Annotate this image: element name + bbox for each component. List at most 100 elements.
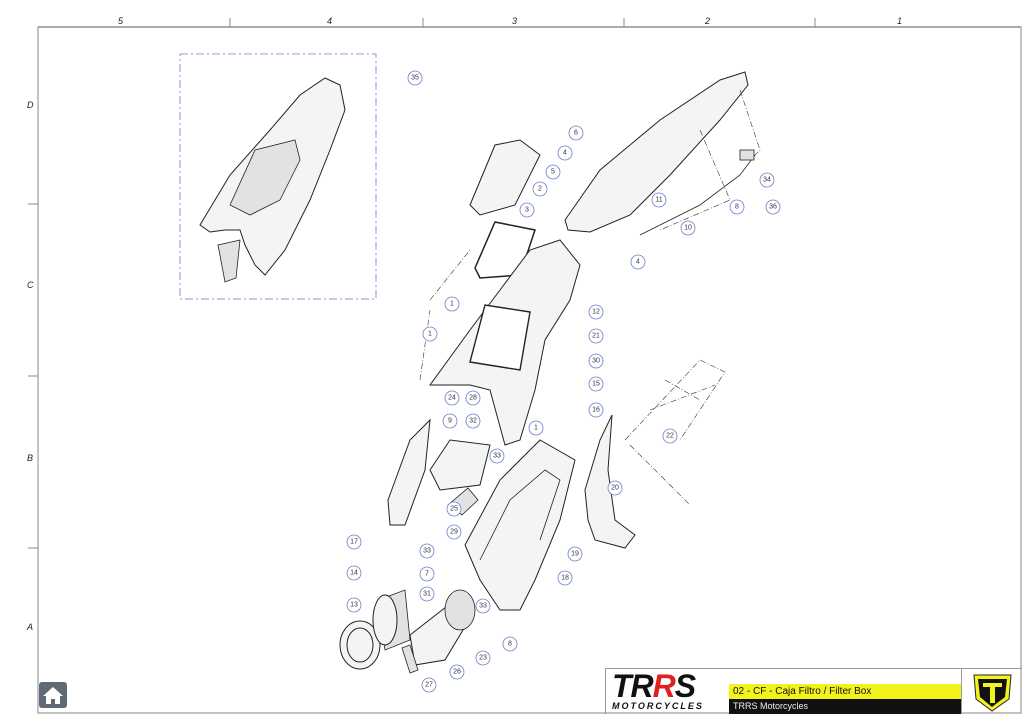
part-callout: 7: [419, 566, 435, 582]
callout-number: 1: [428, 331, 432, 338]
grid-row-label: A: [26, 622, 33, 632]
part-callout: 28: [465, 390, 481, 406]
part-callout: 10: [680, 220, 696, 236]
callout-number: 32: [469, 418, 477, 425]
rear-fender: [564, 71, 761, 236]
callout-number: 18: [561, 575, 569, 582]
callout-number: 15: [592, 381, 600, 388]
part-callout: 27: [421, 677, 437, 693]
callout-number: 2: [538, 186, 542, 193]
grid-row-label: C: [27, 280, 34, 290]
trrs-logo: TRRS MOTORCYCLES: [612, 668, 704, 711]
part-callout: 25: [446, 501, 462, 517]
callout-number: 7: [425, 571, 429, 578]
callout-number: 17: [350, 539, 358, 546]
part-callout: 31: [419, 586, 435, 602]
callout-number: 14: [350, 570, 358, 577]
part-callout: 9: [442, 413, 458, 429]
grid-column-label: 4: [327, 16, 332, 26]
home-button[interactable]: [39, 682, 67, 708]
callout-number: 5: [551, 169, 555, 176]
callout-number: 26: [453, 669, 461, 676]
part-callout: 33: [475, 598, 491, 614]
part-callout: 11: [651, 192, 667, 208]
part-callout: 5: [545, 164, 561, 180]
callout-number: 35: [411, 75, 419, 82]
callout-number: 25: [450, 506, 458, 513]
part-callout: 2: [532, 181, 548, 197]
callout-number: 9: [448, 418, 452, 425]
callout-number: 29: [450, 529, 458, 536]
detail-box-35: [179, 53, 377, 300]
grid-column-label: 1: [897, 16, 902, 26]
part-callout: 1: [444, 296, 460, 312]
part-callout: 4: [630, 254, 646, 270]
part-callout: 20: [607, 480, 623, 496]
part-callout: 24: [444, 390, 460, 406]
title-block: TRRS MOTORCYCLES 02 - CF - Caja Filtro /…: [605, 668, 1022, 714]
callout-number: 27: [425, 682, 433, 689]
callout-number: 34: [763, 177, 771, 184]
part-callout: 17: [346, 534, 362, 550]
grid-column-label: 5: [118, 16, 124, 26]
callout-number: 20: [611, 485, 619, 492]
callout-number: 1: [534, 425, 538, 432]
part-callout: 8: [729, 199, 745, 215]
grid-row-label: D: [27, 100, 34, 110]
part-callout: 4: [557, 145, 573, 161]
part-callout: 23: [475, 650, 491, 666]
plates: [429, 439, 491, 516]
callout-number: 8: [508, 641, 512, 648]
callout-number: 10: [684, 225, 692, 232]
grid-column-label: 3: [512, 16, 517, 26]
callout-number: 12: [592, 309, 600, 316]
air-filter: [339, 589, 476, 674]
fastener-group: [624, 359, 726, 506]
drawing-title: 02 - CF - Caja Filtro / Filter Box: [729, 684, 961, 699]
part-callout: 12: [588, 304, 604, 320]
callout-number: 30: [592, 358, 600, 365]
callout-number: 33: [423, 548, 431, 555]
part-callout: 21: [588, 328, 604, 344]
part-callout: 13: [346, 597, 362, 613]
part-callout: 30: [588, 353, 604, 369]
part-callout: 8: [502, 636, 518, 652]
callout-number: 28: [469, 395, 477, 402]
callout-number: 4: [563, 150, 567, 157]
filter-box: [464, 439, 576, 611]
grid-row-label: B: [27, 453, 33, 463]
part-callout: 29: [446, 524, 462, 540]
callout-number: 36: [769, 204, 777, 211]
callout-number: 16: [592, 407, 600, 414]
part-callout: 1: [528, 420, 544, 436]
part-callout: 34: [759, 172, 775, 188]
airbox: [419, 239, 581, 446]
part-callout: 1: [422, 326, 438, 342]
callout-number: 21: [592, 333, 600, 340]
callout-number: 33: [479, 603, 487, 610]
callout-number: 8: [735, 204, 739, 211]
part-callout: 19: [567, 546, 583, 562]
part-callout: 26: [449, 664, 465, 680]
part-callout: 36: [765, 199, 781, 215]
part-callout: 32: [465, 413, 481, 429]
part-callout: 18: [557, 570, 573, 586]
part-callout: 14: [346, 565, 362, 581]
part-callout: 16: [588, 402, 604, 418]
callout-number: 11: [655, 197, 662, 204]
grid-column-label: 2: [704, 16, 710, 26]
part-callout: 22: [662, 428, 678, 444]
callout-number: 4: [636, 259, 640, 266]
callout-number: 13: [350, 602, 358, 609]
part-callout: 15: [588, 376, 604, 392]
callout-number: 6: [574, 130, 578, 137]
trrs-shield-logo: [961, 669, 1023, 714]
company-name: TRRS Motorcycles: [729, 699, 961, 714]
part-callout: 3: [519, 202, 535, 218]
callout-number: 24: [448, 395, 456, 402]
part-callout: 6: [568, 125, 584, 141]
callout-number: 1: [450, 301, 454, 308]
part-callout: 35: [407, 70, 423, 86]
home-icon: [43, 687, 63, 704]
